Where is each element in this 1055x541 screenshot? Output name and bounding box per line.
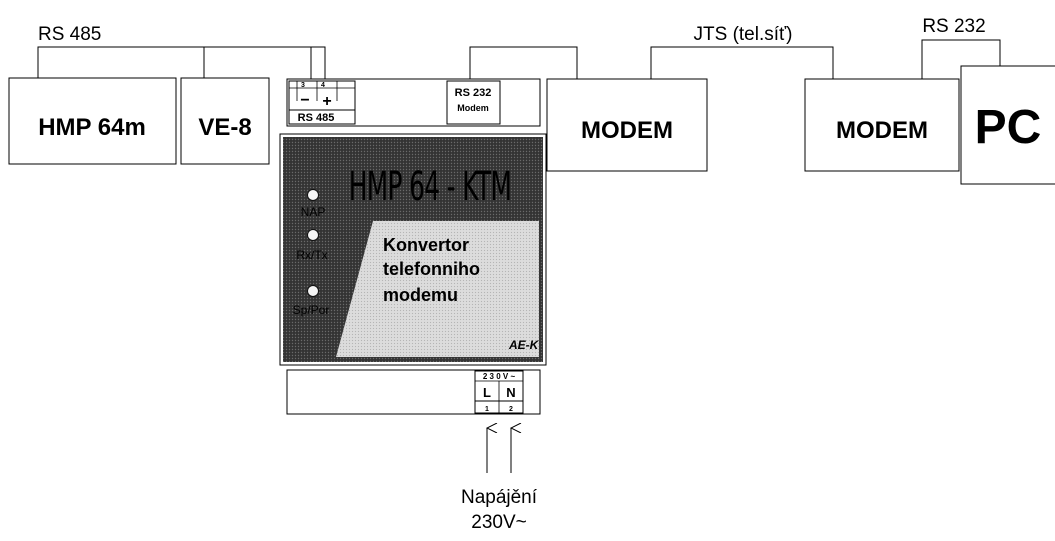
power-caption-line-1: Napájění bbox=[461, 487, 538, 508]
jts-line bbox=[650, 46, 834, 79]
sppor-led-label: Sp/Por bbox=[293, 303, 330, 317]
rs485-bus-label: RS 485 bbox=[38, 24, 101, 45]
rs232-port-label: RS 232 bbox=[455, 87, 492, 99]
description-line-2: telefonniho bbox=[383, 259, 480, 279]
voltage-label: 2 3 0 V ~ bbox=[483, 372, 516, 381]
modem-port-label: Modem bbox=[457, 103, 489, 113]
ve8-box: VE-8 bbox=[180, 77, 270, 165]
hmp64m-box: HMP 64m bbox=[8, 77, 177, 165]
plus-sign: + bbox=[322, 93, 331, 110]
description-line-3: modemu bbox=[383, 285, 458, 305]
terminal-strip-top bbox=[286, 78, 541, 127]
pin-3-label: 3 bbox=[301, 82, 305, 89]
ve8-label: VE-8 bbox=[198, 114, 251, 141]
hmp64m-label: HMP 64m bbox=[38, 114, 146, 141]
pc-label: PC bbox=[975, 101, 1042, 154]
rxtx-led-label: Rx/Tx bbox=[296, 248, 327, 262]
pin-2-label: 2 bbox=[509, 406, 513, 413]
panel-title: HMP 64 - KTM bbox=[349, 163, 512, 210]
rs232-pc-label: RS 232 bbox=[922, 16, 985, 37]
rxtx-led-icon bbox=[307, 229, 319, 241]
modem-left-box: MODEM bbox=[546, 78, 708, 172]
nap-led-label: NAP bbox=[301, 205, 326, 219]
sppor-led-icon bbox=[307, 285, 319, 297]
rs485-port-label: RS 485 bbox=[298, 112, 335, 124]
rs485-bus bbox=[37, 46, 326, 79]
rs232-link-line bbox=[469, 46, 578, 79]
description-plate bbox=[336, 221, 539, 357]
terminal-strip-bottom bbox=[286, 369, 541, 415]
minus-sign: − bbox=[300, 92, 309, 109]
modem-left-label: MODEM bbox=[581, 117, 673, 144]
modem-right-box: MODEM bbox=[804, 78, 960, 172]
pin-4-label: 4 bbox=[321, 82, 325, 89]
pc-box: PC bbox=[960, 65, 1055, 185]
terminal-l-label: L bbox=[483, 385, 491, 400]
pin-1-label: 1 bbox=[485, 406, 489, 413]
jts-label: JTS (tel.síť) bbox=[694, 24, 793, 45]
terminal-n-label: N bbox=[506, 385, 515, 400]
front-panel bbox=[279, 133, 547, 366]
power-caption-line-2: 230V~ bbox=[471, 512, 526, 533]
nap-led-icon bbox=[307, 189, 319, 201]
description-line-1: Konvertor bbox=[383, 235, 469, 255]
brand-label: AE-K bbox=[508, 338, 540, 352]
modem-right-label: MODEM bbox=[836, 117, 928, 144]
rs232-pc-line bbox=[921, 39, 1001, 79]
